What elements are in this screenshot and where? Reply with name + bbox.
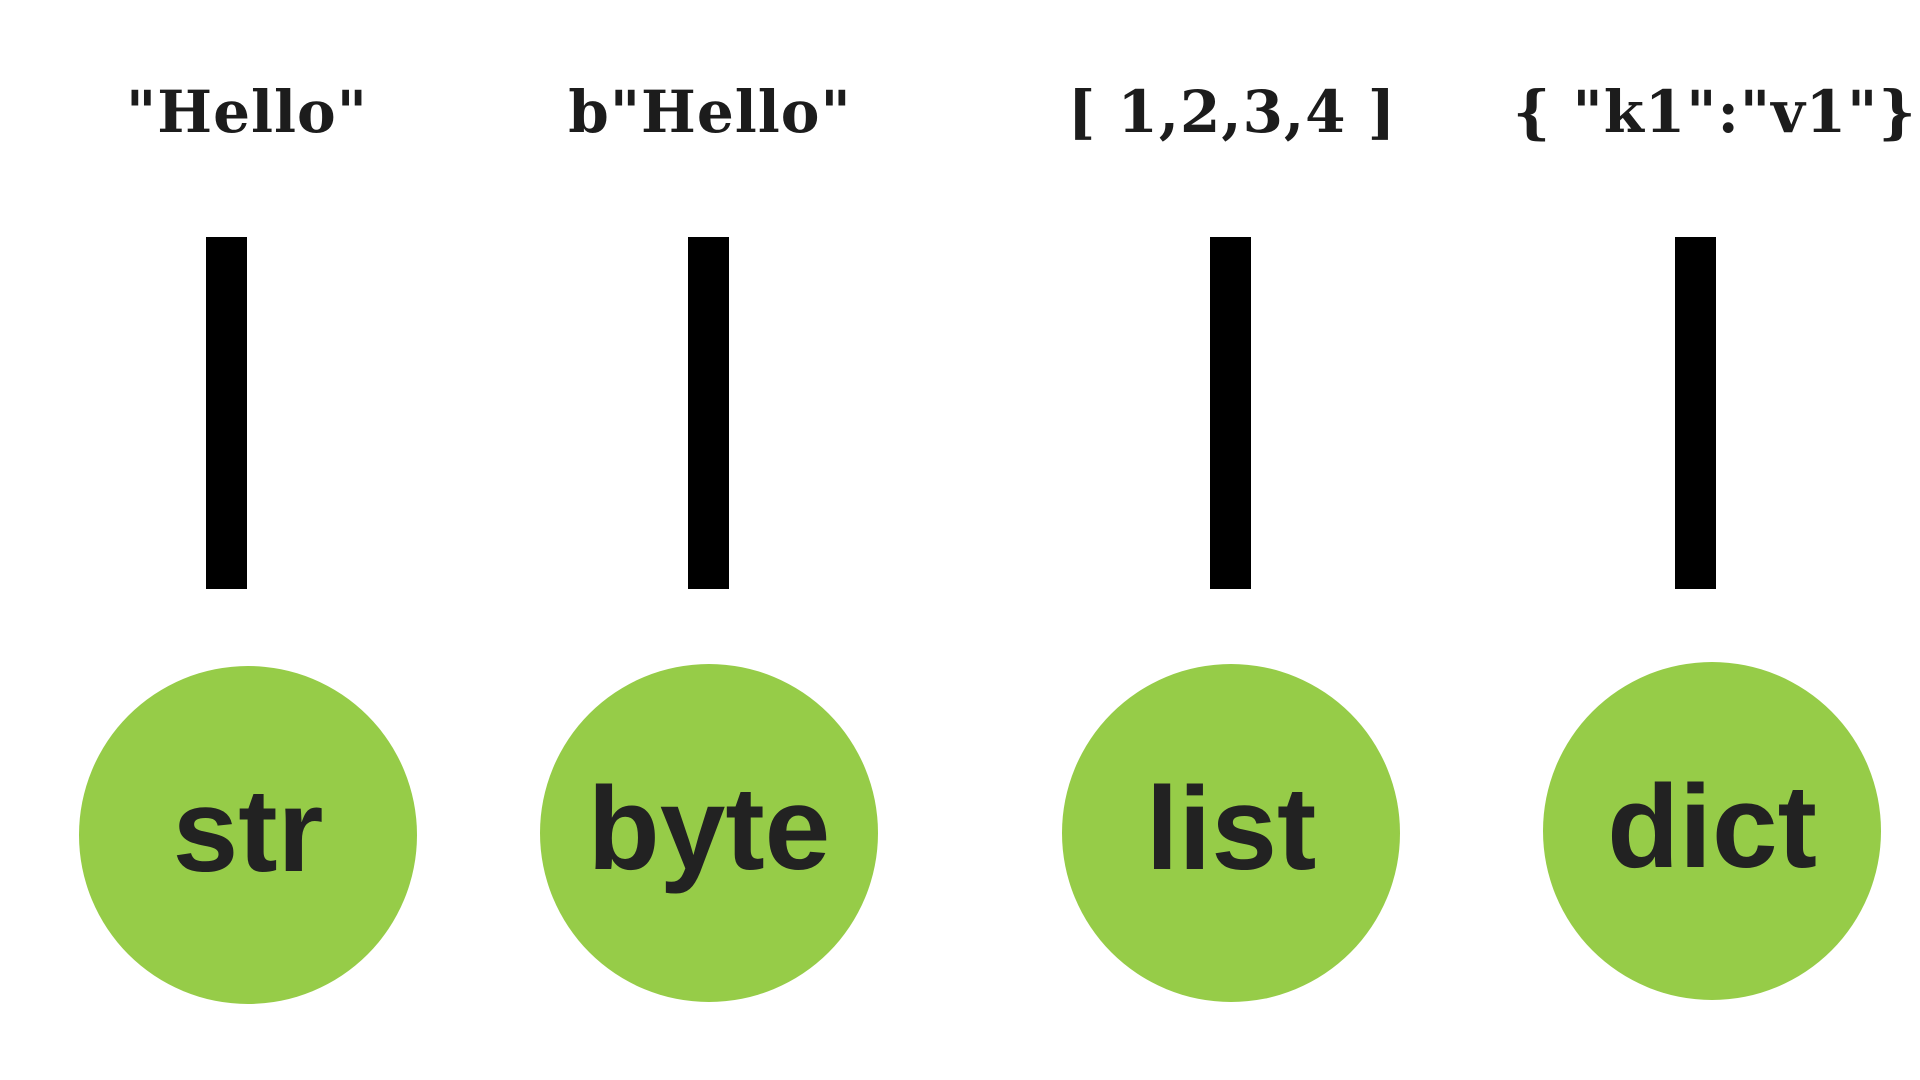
connector-bar-byte — [688, 237, 729, 589]
literal-list: [ 1,2,3,4 ] — [1067, 78, 1397, 146]
column-list: [ 1,2,3,4 ] list — [1032, 0, 1432, 1080]
connector-bar-str — [206, 237, 247, 589]
type-node-dict: dict — [1543, 662, 1881, 1000]
type-label-dict: dict — [1607, 761, 1817, 893]
type-label-byte: byte — [587, 763, 831, 895]
connector-bar-dict — [1675, 237, 1716, 589]
type-node-byte: byte — [540, 664, 878, 1002]
type-label-list: list — [1145, 763, 1317, 895]
type-node-list: list — [1062, 664, 1400, 1002]
column-str: "Hello" str — [47, 0, 447, 1080]
column-dict: { "k1":"v1"} dict — [1513, 0, 1917, 1080]
literal-dict: { "k1":"v1"} — [1513, 78, 1917, 146]
connector-bar-list — [1210, 237, 1251, 589]
literal-str: "Hello" — [126, 78, 368, 146]
column-byte: b"Hello" byte — [510, 0, 910, 1080]
type-label-str: str — [172, 765, 324, 897]
type-node-str: str — [79, 666, 417, 1004]
literal-byte: b"Hello" — [568, 78, 852, 146]
